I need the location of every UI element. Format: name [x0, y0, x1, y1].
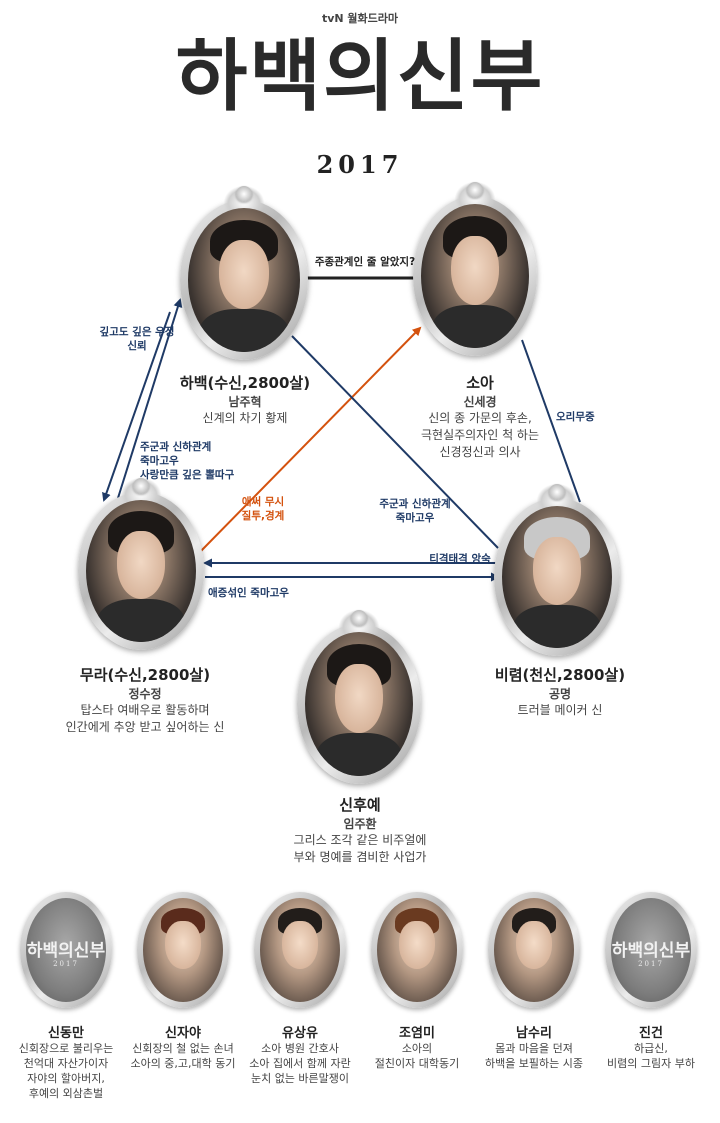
actor-name: 남주혁 — [228, 395, 262, 409]
supporting-name: 조염미 — [399, 1026, 435, 1041]
character-card-biryeom: 비렴(천신,2800살) 공명 트러블 메이커 신 — [465, 664, 655, 719]
character-desc: 신경정신과 의사 — [439, 445, 521, 459]
character-card-hooye: 신후예 임주환 그리스 조각 같은 비주얼에 부와 명예를 겸비한 사업가 — [265, 794, 455, 866]
portrait-habaek — [180, 186, 308, 360]
character-desc: 부와 명예를 겸비한 사업가 — [293, 850, 427, 864]
character-desc: 트러블 메이커 신 — [517, 703, 603, 717]
character-desc: 인간에게 추앙 받고 싶어하는 신 — [65, 720, 225, 734]
character-desc: 신의 종 가문의 후손, — [428, 411, 532, 425]
arrow-mura-to-habaek — [117, 298, 183, 499]
supporting-card: 남수리 몸과 마음을 던져 하백을 보필하는 시종 — [476, 1022, 592, 1071]
character-desc: 극현실주의자인 척 하는 — [420, 428, 540, 442]
relation-label-biryeom-mura: 티격태격 앙숙 — [429, 553, 491, 565]
drama-year: 2017 — [316, 150, 404, 179]
portrait-hooye — [297, 610, 421, 784]
supporting-card: 진건 하급신, 비렴의 그림자 부하 — [593, 1022, 709, 1071]
character-name: 무라(수신,2800살) — [79, 666, 211, 684]
supporting-name: 신동만 — [48, 1026, 84, 1041]
character-card-mura: 무라(수신,2800살) 정수정 탑스타 여배우로 활동하며 인간에게 추앙 받… — [45, 664, 245, 736]
relation-label-habaek-soa: 주종관계인 줄 알았지? — [314, 256, 416, 268]
actor-name: 임주환 — [343, 817, 377, 831]
character-card-soa: 소아 신세경 신의 종 가문의 후손, 극현실주의자인 척 하는 신경정신과 의… — [395, 372, 565, 461]
character-desc: 그리스 조각 같은 비주얼에 — [293, 833, 427, 847]
relation-label-habaek-mura: 깊고도 깊은 우정 신뢰 — [99, 326, 175, 352]
character-name: 신후예 — [339, 796, 381, 814]
portrait-soa — [413, 182, 537, 356]
arrow-habaek-to-mura — [102, 311, 171, 502]
character-card-habaek: 하백(수신,2800살) 남주혁 신계의 차기 황제 — [150, 372, 340, 427]
line-soa-biryeom — [521, 339, 581, 503]
character-desc: 신계의 차기 황제 — [202, 411, 288, 425]
character-name: 소아 — [466, 374, 494, 392]
channel-label: tvN 월화드라마 — [321, 12, 399, 25]
relation-label-mura-soa: 애써 무시 질투,경계 — [241, 496, 285, 522]
mirror-ornament-icon — [224, 186, 264, 210]
portrait-sinjaya — [137, 892, 229, 1008]
portrait-sindongman: 하백의신부 2017 — [20, 892, 112, 1008]
supporting-name: 신자야 — [165, 1026, 201, 1041]
portrait-yusangyu — [254, 892, 346, 1008]
portrait-biryeom — [494, 484, 620, 656]
relation-label-soa-biryeom: 오리무중 — [556, 411, 595, 423]
supporting-card: 신동만 신회장으로 불리우는 천억대 자산가이자 자야의 할아버지, 후예의 외… — [8, 1022, 124, 1101]
supporting-card: 유상유 소아 병원 간호사 소아 집에서 함께 자란 눈치 없는 바른말쟁이 — [242, 1022, 358, 1086]
mirror-ornament-icon — [455, 182, 495, 206]
portrait-namsuri — [488, 892, 580, 1008]
supporting-name: 유상유 — [282, 1026, 318, 1041]
supporting-name: 진건 — [639, 1026, 663, 1041]
drama-logo-small: 하백의신부 — [611, 941, 691, 961]
portrait-joyeommi — [371, 892, 463, 1008]
supporting-card: 조염미 소아의 절친이자 대학동기 — [359, 1022, 475, 1071]
mirror-ornament-icon — [339, 610, 379, 634]
mirror-ornament-icon — [537, 484, 577, 508]
relation-label-mura-habaek: 주군과 신하관계 죽마고우 사랑만큼 깊은 뽈따구 — [140, 441, 235, 481]
actor-name: 정수정 — [128, 687, 162, 701]
arrow-mura-to-soa — [199, 326, 422, 553]
character-desc: 탑스타 여배우로 활동하며 — [80, 703, 210, 717]
character-name: 하백(수신,2800살) — [179, 374, 311, 392]
relation-label-mura-biryeom: 애증섞인 죽마고우 — [208, 587, 289, 599]
line-habaek-biryeom — [291, 335, 499, 549]
drama-logo-small: 하백의신부 — [26, 941, 106, 961]
supporting-name: 남수리 — [516, 1026, 552, 1041]
relation-label-habaek-biryeom: 주군과 신하관계 죽마고우 — [379, 498, 451, 524]
actor-name: 공명 — [548, 687, 572, 701]
character-name: 비렴(천신,2800살) — [494, 666, 626, 684]
drama-title-logo: 하백의신부 — [175, 31, 545, 122]
mirror-ornament-icon — [121, 478, 161, 502]
portrait-mura — [78, 478, 204, 650]
actor-name: 신세경 — [463, 395, 497, 409]
portrait-jingeon: 하백의신부 2017 — [605, 892, 697, 1008]
supporting-card: 신자야 신회장의 철 없는 손녀 소아의 중,고,대학 동기 — [125, 1022, 241, 1071]
